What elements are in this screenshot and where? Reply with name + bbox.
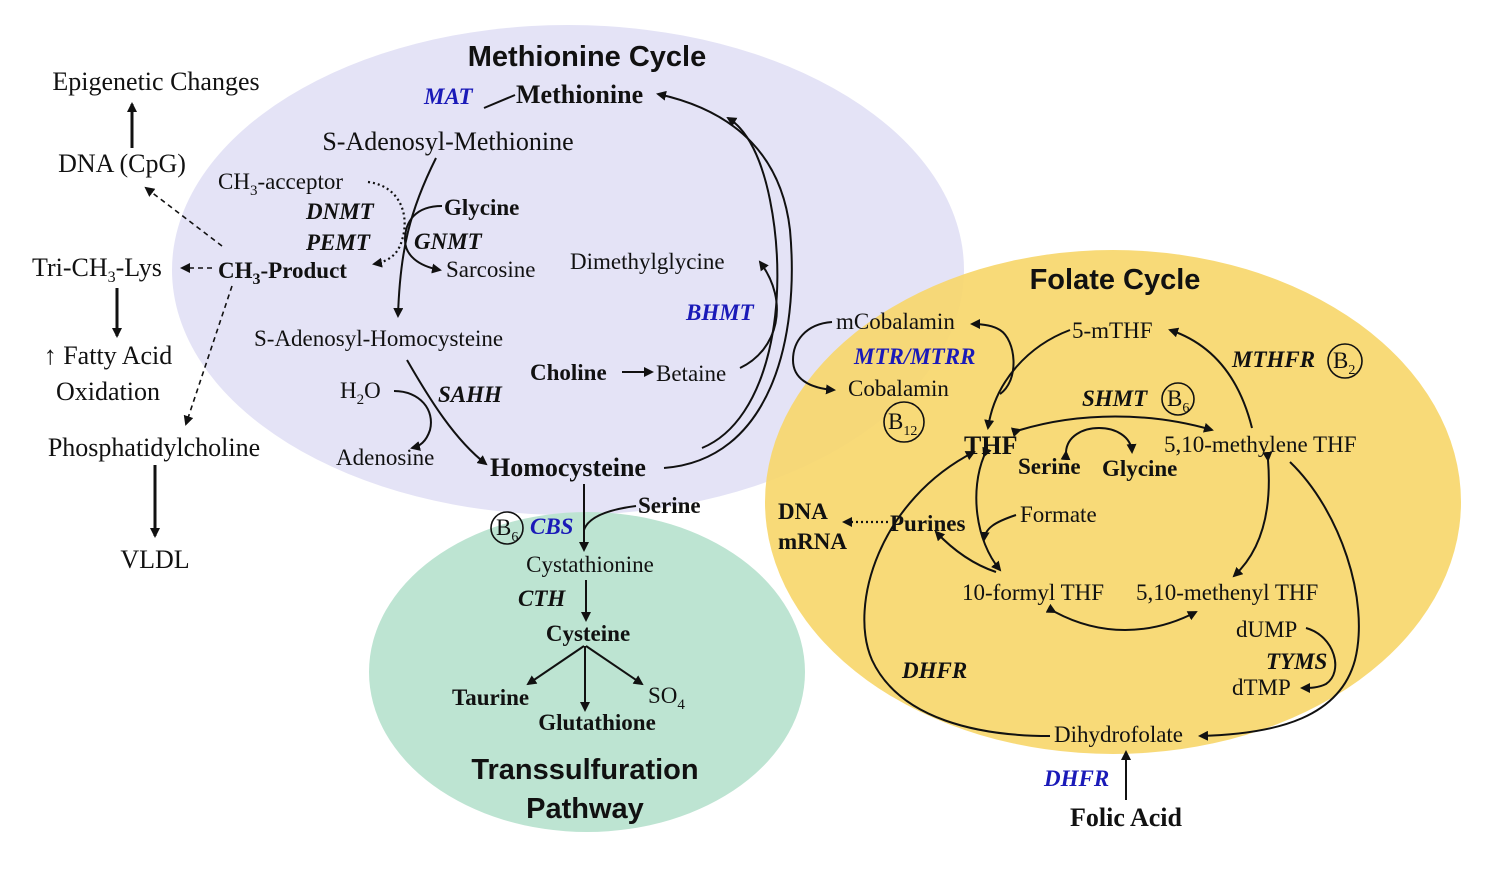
arrow-glycine-to-sarcosine [403, 205, 443, 274]
b12-cofactor-circle [883, 401, 925, 443]
purines-label: Purines [890, 511, 965, 536]
transsulfuration-title-line1: Transsulfuration [471, 754, 698, 786]
arrow-homocysteine-to-methionine-inner [701, 116, 779, 449]
sam-label: S-Adenosyl-Methionine [322, 127, 573, 156]
arrow-sam-to-sah [393, 157, 437, 318]
mcobalamin-label: mCobalamin [836, 309, 955, 334]
tyms-enzyme-label: TYMS [1266, 649, 1327, 674]
thf-label: THF [964, 431, 1017, 460]
dump-label: dUMP [1236, 617, 1297, 642]
epigenetic-changes-label: Epigenetic Changes [52, 67, 259, 96]
adenosine-label: Adenosine [336, 445, 434, 470]
10-formyl-thf-label: 10-formyl THF [962, 580, 1104, 605]
arrow-betaine-to-dimethylglycine [739, 260, 778, 369]
sarcosine-label: Sarcosine [446, 257, 535, 282]
homocysteine-label: Homocysteine [490, 453, 646, 482]
arrow-cysteine-to-taurine [526, 645, 585, 686]
cbs-enzyme-label: CBS [530, 514, 573, 539]
b6-cofactor-circle-ts [490, 511, 524, 545]
dnmt-enzyme-label: DNMT [305, 199, 375, 224]
b6-cofactor-circle-folate [1161, 382, 1195, 416]
arrow-product-to-pc [183, 285, 233, 426]
h2o-label: H2O [340, 378, 381, 408]
glycine-label-met: Glycine [444, 195, 519, 220]
formate-label: Formate [1020, 502, 1097, 527]
methionine-label: Methionine [516, 80, 643, 109]
oxidation-label: Oxidation [56, 377, 160, 406]
arrow-thf-formyl [975, 446, 1002, 572]
dna-cpg-label: DNA (CpG) [58, 149, 186, 178]
arrow-dihydrofolate-to-thf [863, 451, 1051, 737]
folate-cycle-region [765, 250, 1461, 754]
dihydrofolate-label: Dihydrofolate [1054, 722, 1183, 747]
sahh-enzyme-label: SAHH [438, 382, 503, 407]
gnmt-enzyme-label: GNMT [414, 229, 483, 254]
bhmt-enzyme-label: BHMT [685, 300, 755, 325]
arrow-formyl-to-purines [934, 530, 997, 573]
sah-label: S-Adenosyl-Homocysteine [254, 326, 503, 351]
cth-enzyme-label: CTH [518, 586, 566, 611]
cystathionine-label: Cystathionine [526, 552, 654, 577]
arrow-h2o-to-adenosine [393, 390, 432, 451]
folic-acid-label: Folic Acid [1070, 803, 1182, 832]
arrow-methylene-to-5mthf [1168, 327, 1253, 429]
b12-cofactor: B12 [888, 409, 917, 439]
phosphatidylcholine-label: Phosphatidylcholine [48, 433, 260, 462]
serine-join [583, 505, 637, 531]
mat-enzyme-label: MAT [423, 84, 474, 109]
arrow-methylene-methenyl [1232, 451, 1273, 578]
cobalamin-label: Cobalamin [848, 376, 949, 401]
arrow-formyl-methenyl [1045, 603, 1198, 631]
arrow-sah-to-homocysteine [406, 359, 488, 466]
shmt-enzyme-label: SHMT [1082, 386, 1148, 411]
serine-label-folate: Serine [1018, 454, 1081, 479]
tri-ch3-lys-label: Tri-CH3-Lys [32, 253, 162, 286]
dimethylglycine-label: Dimethylglycine [570, 249, 725, 274]
transsulfuration-region [369, 512, 805, 832]
methenyl-thf-label: 5,10-methenyl THF [1136, 580, 1318, 605]
arrow-mcobalamin-to-cobalamin [791, 321, 836, 395]
cysteine-label: Cysteine [546, 621, 630, 646]
dhfr-enzyme-label-inner: DHFR [901, 658, 967, 683]
choline-label: Choline [530, 360, 607, 385]
mthfr-enzyme-label: MTHFR [1231, 347, 1315, 372]
so4-label: SO4 [648, 683, 685, 713]
b2-cofactor-circle [1327, 343, 1363, 379]
serine-label-ts: Serine [638, 493, 701, 518]
arrow-5mthf-to-thf [984, 329, 1071, 430]
glycine-label-folate: Glycine [1102, 456, 1177, 481]
mtr-mtrr-enzyme-label: MTR/MTRR [853, 344, 975, 369]
b6-cofactor-ts: B6 [496, 515, 518, 545]
methionine-cycle-region [172, 25, 964, 515]
dna-label: DNA [778, 499, 828, 524]
b6-cofactor-folate: B6 [1167, 386, 1189, 416]
mat-tick [483, 94, 516, 109]
dhfr-enzyme-label-blue: DHFR [1043, 766, 1109, 791]
betaine-label: Betaine [656, 361, 726, 386]
ch3-product-label: CH3-Product [218, 258, 347, 288]
taurine-label: Taurine [452, 685, 529, 710]
arrow-serine-glycine [1060, 427, 1137, 461]
transsulfuration-title-line2: Pathway [526, 793, 644, 825]
dtmp-label: dTMP [1232, 675, 1291, 700]
b2-cofactor: B2 [1333, 348, 1355, 378]
mrna-label: mRNA [778, 529, 847, 554]
vldl-label: VLDL [120, 545, 189, 574]
arrow-cobalamin-to-mcobalamin [970, 319, 1015, 395]
arrow-cysteine-to-so4 [585, 645, 644, 686]
5-mthf-label: 5-mTHF [1072, 318, 1153, 343]
arrow-thf-methylene [1010, 415, 1214, 438]
glutathione-label: Glutathione [538, 710, 656, 735]
arrow-methylene-to-dihydrofolate [1198, 461, 1360, 741]
methylene-thf-label: 5,10-methylene THF [1164, 432, 1357, 457]
pemt-enzyme-label: PEMT [305, 230, 371, 255]
methionine-cycle-title: Methionine Cycle [468, 41, 707, 73]
ch3-acceptor-label: CH3-acceptor [218, 169, 343, 199]
arrow-product-to-dna [144, 186, 223, 247]
arrow-dump-to-dtmp [1300, 627, 1337, 693]
folate-cycle-title: Folate Cycle [1030, 264, 1201, 296]
fatty-acid-label: ↑ Fatty Acid [44, 341, 173, 370]
